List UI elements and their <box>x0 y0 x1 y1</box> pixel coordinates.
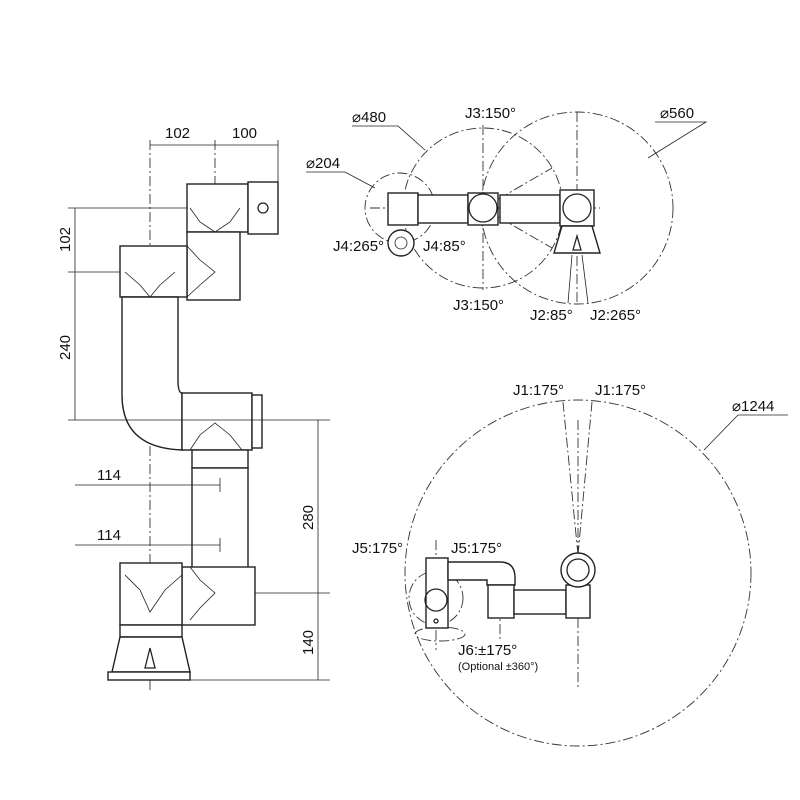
joint-chamfer <box>186 245 216 298</box>
arm-link-upper <box>121 296 183 451</box>
joint-chamfer <box>124 574 183 613</box>
j3-top-label: J3:150° <box>465 105 516 122</box>
flange-hole <box>257 202 269 214</box>
elbow-cap <box>251 394 263 449</box>
wrist-axis <box>424 588 448 612</box>
j5-left-label: J5:175° <box>352 540 403 557</box>
j6-label: J6:±175° <box>458 642 517 659</box>
upper-arm-link <box>513 589 567 615</box>
dim-1244: ⌀1244 <box>732 398 774 415</box>
wrist-hole <box>433 618 439 624</box>
j2-right-label: J2:265° <box>590 307 641 324</box>
tool-flange <box>247 181 279 235</box>
j3-bottom-label: J3:150° <box>453 297 504 314</box>
forearm-collar <box>191 449 249 469</box>
j1-limit-line <box>562 401 579 556</box>
base-flange <box>560 552 596 588</box>
base-mark <box>144 647 156 669</box>
upper-arm-link <box>499 194 561 224</box>
dim-114-lower: 114 <box>97 527 121 544</box>
side-view: 102 100 102 240 280 140 114 114 <box>57 125 330 690</box>
j4-left-label: J4:265° <box>333 238 384 255</box>
shoulder-axis <box>562 193 592 223</box>
forearm-link <box>447 561 516 586</box>
elbow-joint <box>181 392 253 451</box>
dim-114-upper: 114 <box>97 467 121 484</box>
j6-optional-label: (Optional ±360°) <box>458 661 538 673</box>
j1-left-label: J1:175° <box>513 382 564 399</box>
wrist-body <box>387 192 419 226</box>
joint-chamfer <box>189 566 216 621</box>
dim-560: ⌀560 <box>660 105 694 122</box>
elbow-axis <box>468 193 498 223</box>
dim-102-top: 102 <box>165 125 190 142</box>
joint-chamfer <box>189 422 243 451</box>
wrist-joint-1 <box>119 245 188 298</box>
base-top-view <box>553 225 601 254</box>
reach-view: ⌀1244 J1:175° J1:175° J5:175° J5:175° J6… <box>352 382 788 747</box>
leader-lines <box>306 121 708 304</box>
wrist-flange <box>387 229 415 257</box>
top-view: ⌀480 ⌀560 ⌀204 J3:150° J3:150° J4:265° J… <box>306 105 708 324</box>
j4-right-label: J4:85° <box>423 238 466 255</box>
dim-102-vertical: 102 <box>57 227 74 252</box>
reach-circle-1244 <box>404 399 752 747</box>
wrist-joint-3 <box>186 183 249 233</box>
shoulder-body <box>559 189 595 227</box>
shoulder-body <box>565 584 591 619</box>
leader-line <box>703 414 788 451</box>
j2-left-label: J2:85° <box>530 307 573 324</box>
base-plate <box>107 671 191 681</box>
elbow-body <box>487 584 515 619</box>
dim-480: ⌀480 <box>352 109 386 126</box>
flange-center <box>394 236 408 250</box>
base-joint <box>119 562 183 626</box>
base-axis <box>566 558 590 582</box>
dimension-lines <box>68 140 330 681</box>
j5-right-label: J5:175° <box>451 540 502 557</box>
base-mark <box>572 233 582 251</box>
base-ring <box>119 624 183 638</box>
dim-280: 280 <box>300 505 317 530</box>
forearm-link <box>417 194 469 224</box>
j1-limit-line <box>577 401 593 556</box>
dim-140: 140 <box>300 630 317 655</box>
j1-right-label: J1:175° <box>595 382 646 399</box>
dim-240: 240 <box>57 335 74 360</box>
dim-204: ⌀204 <box>306 155 340 172</box>
j6-rotation-ellipse <box>414 626 466 642</box>
dim-100-top: 100 <box>232 125 257 142</box>
